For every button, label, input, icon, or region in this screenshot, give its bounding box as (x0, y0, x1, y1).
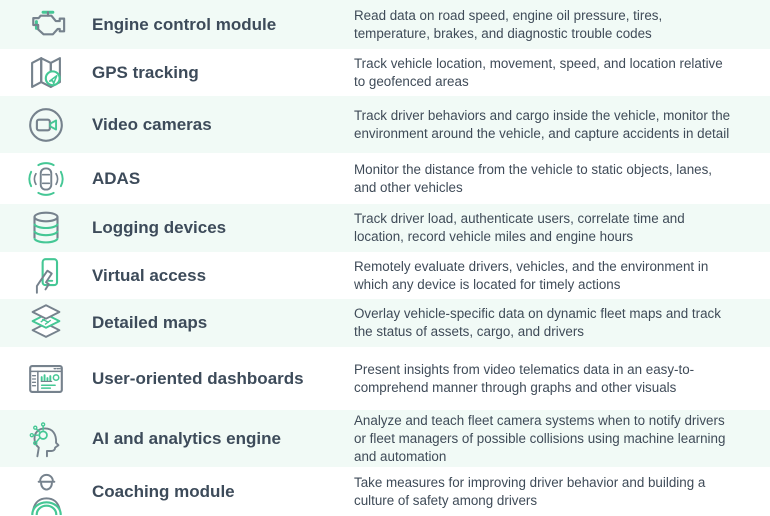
engine-icon (0, 1, 92, 48)
component-description: Analyze and teach fleet camera systems w… (354, 412, 726, 464)
table-row: Logging devices Track driver load, authe… (0, 204, 770, 252)
component-description: Monitor the distance from the vehicle to… (354, 161, 713, 195)
dashboard-icon (0, 356, 92, 402)
component-title: Virtual access (92, 265, 207, 285)
table-row: GPS tracking Track vehicle location, mov… (0, 49, 770, 96)
component-title: Detailed maps (92, 313, 208, 333)
gps-map-icon (0, 50, 92, 96)
database-icon (0, 205, 92, 251)
component-description: Overlay vehicle-specific data on dynamic… (354, 306, 721, 339)
table-row: User-oriented dashboards Present insight… (0, 347, 770, 410)
component-title: ADAS (92, 168, 141, 188)
component-description: Take measures for improving driver behav… (354, 474, 706, 508)
video-camera-icon (0, 102, 92, 148)
table-row: ADAS Monitor the distance from the vehic… (0, 153, 770, 204)
component-title: User-oriented dashboards (92, 368, 304, 388)
component-description: Track driver load, authenticate users, c… (354, 211, 685, 244)
table-row: Detailed maps Overlay vehicle-specific d… (0, 299, 770, 347)
table-row: Engine control module Read data on road … (0, 0, 770, 49)
phone-hand-icon (0, 253, 92, 299)
component-title: Logging devices (92, 218, 227, 238)
component-title: Engine control module (92, 14, 277, 34)
component-description: Remotely evaluate drivers, vehicles, and… (354, 258, 709, 292)
table-row: AI and analytics engine Analyze and teac… (0, 410, 770, 467)
map-layers-icon (0, 300, 92, 346)
component-description: Track vehicle location, movement, speed,… (354, 55, 723, 89)
component-description: Present insights from video telematics d… (354, 361, 695, 395)
driver-coach-icon (0, 468, 92, 515)
component-title: Video cameras (92, 114, 212, 134)
component-title: Coaching module (92, 481, 235, 501)
component-title: AI and analytics engine (92, 428, 281, 448)
adas-car-icon (0, 156, 92, 202)
component-title: GPS tracking (92, 62, 199, 82)
ai-head-icon (0, 416, 92, 462)
table-row: Coaching module Take measures for improv… (0, 467, 770, 516)
table-row: Virtual access Remotely evaluate drivers… (0, 252, 770, 299)
table-row: Video cameras Track driver behaviors and… (0, 96, 770, 153)
component-description: Read data on road speed, engine oil pres… (354, 7, 663, 41)
component-description: Track driver behaviors and cargo inside … (354, 107, 731, 141)
